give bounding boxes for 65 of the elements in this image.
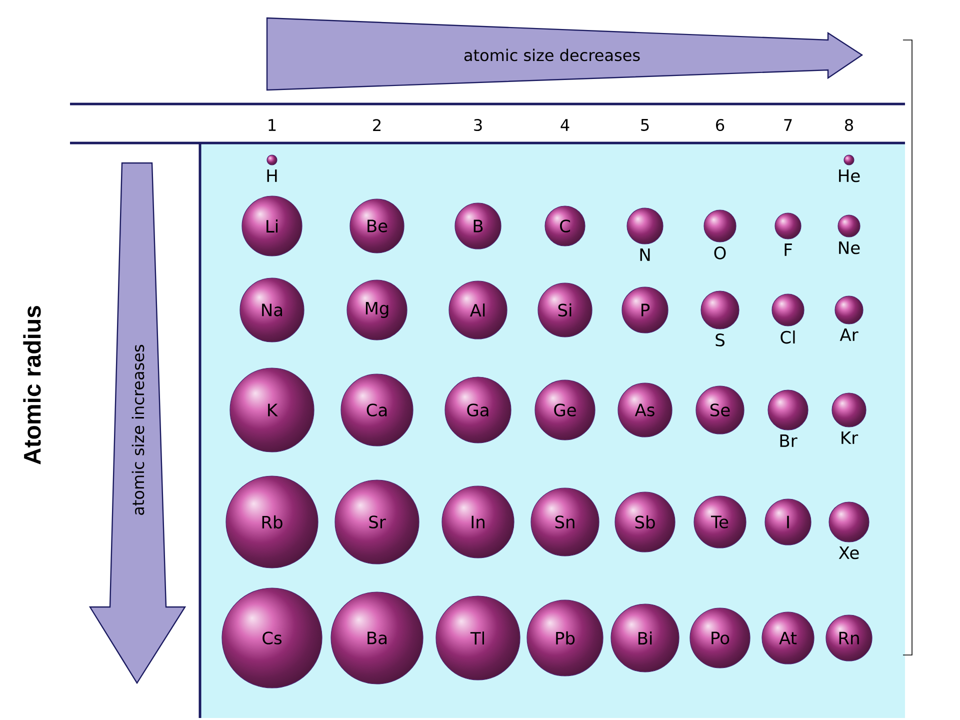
atom-sphere xyxy=(828,502,870,542)
arrow-label: atomic size decreases xyxy=(464,48,640,62)
atom-sphere xyxy=(700,290,740,330)
element-symbol: Xe xyxy=(838,546,859,560)
atom-sphere: Ga xyxy=(444,376,512,444)
atom-sphere xyxy=(838,214,860,238)
element-symbol: Br xyxy=(780,434,798,447)
atom-sphere: K xyxy=(230,368,314,452)
atom-sphere: Mg xyxy=(346,280,408,340)
atom-sphere: Te xyxy=(694,496,746,548)
atom-sphere xyxy=(768,390,808,430)
column-number: 8 xyxy=(845,118,853,132)
atom-sphere xyxy=(772,294,804,326)
atom-sphere: Bi xyxy=(610,604,680,672)
atom-sphere xyxy=(266,154,278,166)
atom-sphere xyxy=(832,392,866,428)
atom-sphere xyxy=(626,208,664,244)
atom-sphere: I xyxy=(764,498,812,546)
column-number: 6 xyxy=(716,118,724,132)
column-number: 3 xyxy=(474,118,482,132)
element-symbol: O xyxy=(714,246,726,260)
atom-sphere: In xyxy=(442,486,514,558)
atom-sphere: Al xyxy=(448,280,508,340)
column-number: 1 xyxy=(268,119,276,131)
atom-sphere: Ba xyxy=(330,592,424,684)
atom-sphere: At xyxy=(762,612,814,664)
atom-sphere: Sr xyxy=(334,480,420,564)
element-symbol: H xyxy=(267,170,277,182)
atom-sphere: Se xyxy=(696,386,744,434)
element-symbol: Cl xyxy=(780,330,795,344)
atom-sphere: Sn xyxy=(530,488,600,556)
column-number: 2 xyxy=(373,119,380,131)
atom-sphere xyxy=(844,154,854,166)
element-symbol: Kr xyxy=(842,432,858,444)
atom-sphere: Sb xyxy=(614,492,676,552)
element-symbol: F xyxy=(784,244,792,256)
atom-sphere xyxy=(834,296,864,324)
atom-sphere: Ca xyxy=(340,374,414,446)
atom-sphere: Rn xyxy=(826,614,872,662)
atom-sphere: Pb xyxy=(526,600,604,676)
atom-sphere: Na xyxy=(240,278,304,342)
atom-sphere: Tl xyxy=(436,596,520,680)
atom-sphere xyxy=(704,210,736,242)
atom-sphere: Po xyxy=(690,608,750,668)
atom-sphere: Be xyxy=(350,198,404,254)
atom-sphere xyxy=(774,212,802,240)
element-symbol: N xyxy=(640,248,650,261)
title: Atomic radius xyxy=(23,306,41,464)
element-symbol: Ne xyxy=(839,242,860,254)
column-number: 7 xyxy=(784,119,792,131)
atom-sphere: Li xyxy=(242,196,302,256)
atom-sphere: Cs xyxy=(222,588,322,688)
element-symbol: S xyxy=(716,334,724,346)
element-symbol: Ar xyxy=(840,328,858,341)
column-number: 4 xyxy=(560,119,570,131)
element-symbol: He xyxy=(839,170,860,182)
atom-sphere: B xyxy=(454,202,502,250)
atom-sphere: Ge xyxy=(534,380,596,440)
atom-sphere: Rb xyxy=(226,476,318,568)
atom-sphere: Si xyxy=(538,282,592,338)
column-number: 5 xyxy=(641,119,649,131)
atom-sphere: As xyxy=(618,382,672,438)
atom-sphere: P xyxy=(622,286,668,334)
atom-sphere: C xyxy=(544,206,586,246)
arrow-label: atomic size increases xyxy=(132,344,144,515)
